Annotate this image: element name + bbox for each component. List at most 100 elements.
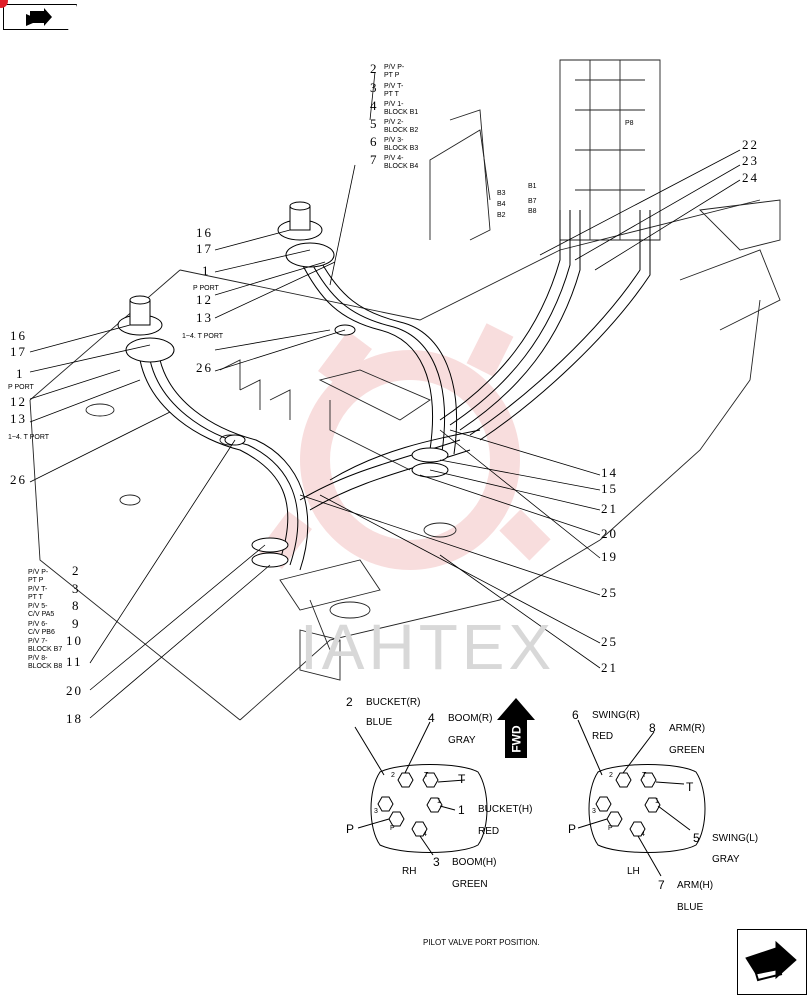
lh-valve-face	[577, 719, 706, 877]
top-legend-num-5: 5	[370, 116, 379, 131]
callout-16-left: 16	[10, 328, 27, 343]
lh-face-p: P	[608, 825, 613, 832]
lh-port-7-color: BLUE	[677, 902, 704, 913]
callout-12-center: 12	[196, 292, 213, 307]
callout-23: 23	[742, 153, 759, 168]
left-t-port-label: 1~4. T PORT	[8, 434, 50, 441]
rh-port-4-color: GRAY	[448, 735, 476, 746]
callout-14: 14	[601, 465, 618, 480]
callout-18-left: 18	[66, 711, 83, 726]
callout-21-a: 21	[601, 501, 618, 516]
rh-port-3-color: GREEN	[452, 879, 488, 890]
callout-25-a: 25	[601, 585, 618, 600]
callout-11-left: 11	[66, 654, 83, 669]
rh-port-4-num: 4	[428, 711, 435, 725]
center-t-port-label: 1~4. T PORT	[182, 333, 224, 340]
rh-port-1-color: RED	[478, 826, 500, 837]
lh-port-5-color: GRAY	[712, 854, 740, 865]
callout-24: 24	[742, 170, 759, 185]
top-legend-num-6: 6	[370, 134, 379, 149]
rh-valve-face	[354, 721, 488, 856]
rh-face-2: 2	[391, 772, 395, 779]
lh-port-7-name: ARM(H)	[677, 880, 714, 891]
watermark-text: IAHTEX	[300, 611, 556, 683]
rh-port-1-num: 1	[458, 803, 465, 817]
lh-port-6-num: 6	[572, 708, 579, 722]
rh-port-4-name: BOOM(R)	[448, 713, 493, 724]
lh-face-2: 2	[609, 772, 613, 779]
status-dot	[0, 0, 8, 8]
callout-1-center: 1	[202, 263, 211, 278]
rh-face-1: 1	[437, 798, 441, 805]
next-button[interactable]	[737, 929, 807, 995]
bottom-legend-text-3: P/V T- PT T	[28, 586, 48, 601]
callout-22: 22	[742, 137, 759, 152]
callout-26-center: 26	[196, 360, 213, 375]
top-legend-num-3: 3	[370, 80, 379, 95]
valve-port-b8: B8	[528, 208, 537, 215]
center-pilot-valve	[277, 201, 335, 268]
center-p-port-label: P PORT	[193, 285, 219, 292]
top-legend-text-2: P/V P- PT P	[384, 64, 405, 79]
callout-20-left: 20	[66, 683, 83, 698]
pilot-hoses	[139, 210, 651, 571]
valve-port-b3: B3	[497, 190, 506, 197]
callout-17-center: 17	[196, 241, 213, 256]
bottom-legend-num-9: 9	[72, 616, 81, 631]
top-legend-num-4: 4	[370, 98, 379, 113]
bottom-legend-text-11: P/V 8- BLOCK B8	[28, 655, 63, 670]
leader-lines	[29, 71, 741, 719]
callout-21-b: 21	[601, 660, 618, 675]
rh-p-label: P	[346, 822, 355, 836]
rh-port-2-color: BLUE	[366, 717, 393, 728]
rh-face-4: 4	[423, 831, 427, 838]
lh-t-label: T	[686, 780, 694, 794]
rh-port-3-num: 3	[433, 855, 440, 869]
left-p-port-label: P PORT	[8, 384, 34, 391]
callout-13-center: 13	[196, 310, 213, 325]
bottom-legend-num-8: 8	[72, 598, 81, 613]
diagram-caption: PILOT VALVE PORT POSITION.	[423, 938, 540, 947]
callout-12-left: 12	[10, 394, 27, 409]
lh-port-5-num: 5	[693, 831, 700, 845]
upper-frame	[29, 59, 781, 721]
callout-25-b: 25	[601, 634, 618, 649]
callout-26-left: 26	[10, 472, 27, 487]
valve-port-b1: B1	[528, 183, 537, 190]
lh-port-6-name: SWING(R)	[592, 710, 640, 721]
top-legend-text-7: P/V 4- BLOCK B4	[384, 155, 419, 170]
lh-port-5-name: SWING(L)	[712, 833, 759, 844]
rh-face-p: P	[390, 825, 395, 832]
rh-port-2-num: 2	[346, 695, 353, 709]
callout-1-left: 1	[16, 366, 25, 381]
top-legend-num-7: 7	[370, 152, 379, 167]
callout-16-center: 16	[196, 225, 213, 240]
lh-port-8-name: ARM(R)	[669, 723, 706, 734]
lh-side-label: LH	[627, 866, 640, 877]
rh-t-label: T	[458, 772, 466, 786]
fwd-label: FWD	[509, 725, 524, 753]
top-legend-num-2: 2	[370, 61, 379, 76]
valve-port-p8: P8	[625, 120, 634, 127]
callout-13-left: 13	[10, 411, 27, 426]
lh-port-7-num: 7	[658, 878, 665, 892]
top-legend-text-3: P/V T- PT T	[384, 83, 404, 98]
top-legend-text-4: P/V 1- BLOCK B1	[384, 101, 419, 116]
valve-port-b7: B7	[528, 198, 537, 205]
arrow-left-icon	[26, 8, 52, 26]
rh-side-label: RH	[402, 866, 417, 877]
lh-face-t: T	[642, 772, 647, 779]
lh-face-1: 1	[655, 798, 659, 805]
top-legend-text-6: P/V 3- BLOCK B3	[384, 137, 419, 152]
watermark-logo	[258, 323, 551, 570]
lh-port-8-color: GREEN	[669, 745, 705, 756]
back-button[interactable]	[3, 4, 77, 30]
rh-face-3: 3	[374, 808, 378, 815]
bottom-legend-num-10: 10	[66, 633, 83, 648]
bottom-legend-text-10: P/V 7- BLOCK B7	[28, 638, 63, 653]
callout-15: 15	[601, 481, 618, 496]
lh-port-6-color: RED	[592, 731, 614, 742]
top-legend-text-5: P/V 2- BLOCK B2	[384, 119, 419, 134]
bottom-legend-num-3: 3	[72, 581, 81, 596]
